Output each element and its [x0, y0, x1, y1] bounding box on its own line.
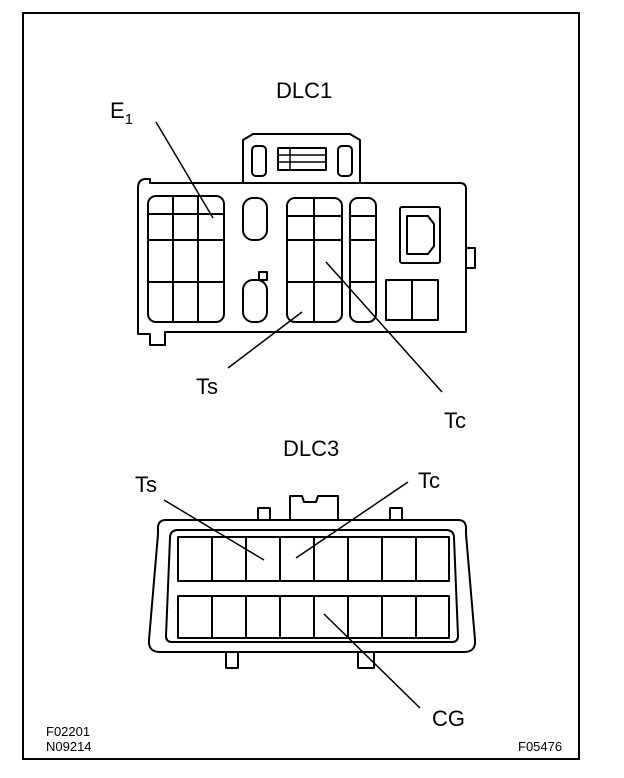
- figure-frame: [22, 12, 580, 760]
- dlc1-connector: [137, 133, 476, 346]
- dlc3-terminal-cg-label: CG: [432, 706, 465, 731]
- dlc3-title: DLC3: [283, 436, 340, 461]
- dlc1-terminal-e1-text: E: [110, 98, 125, 123]
- dlc3-terminal-ts-label: Ts: [135, 472, 157, 497]
- dlc1-title: DLC1: [276, 78, 333, 103]
- dlc1-leader-lines: [155, 121, 443, 393]
- figure-code-right: F05476: [518, 739, 563, 754]
- dlc1-terminal-e1-subscript: 1: [124, 111, 134, 128]
- dlc3-leader-lines: [163, 481, 421, 709]
- dlc1-terminal-e1-label: E1: [110, 98, 134, 128]
- dlc1-terminal-ts-label: Ts: [196, 374, 218, 399]
- figure-code-line1: F02201: [46, 724, 91, 739]
- figure-code-left: F02201 N09214: [46, 724, 92, 754]
- figure-code-line2: N09214: [46, 739, 92, 754]
- dlc3-terminal-tc-label: Tc: [418, 468, 440, 493]
- dlc3-connector: [147, 495, 477, 669]
- dlc1-terminal-tc-label: Tc: [444, 408, 466, 433]
